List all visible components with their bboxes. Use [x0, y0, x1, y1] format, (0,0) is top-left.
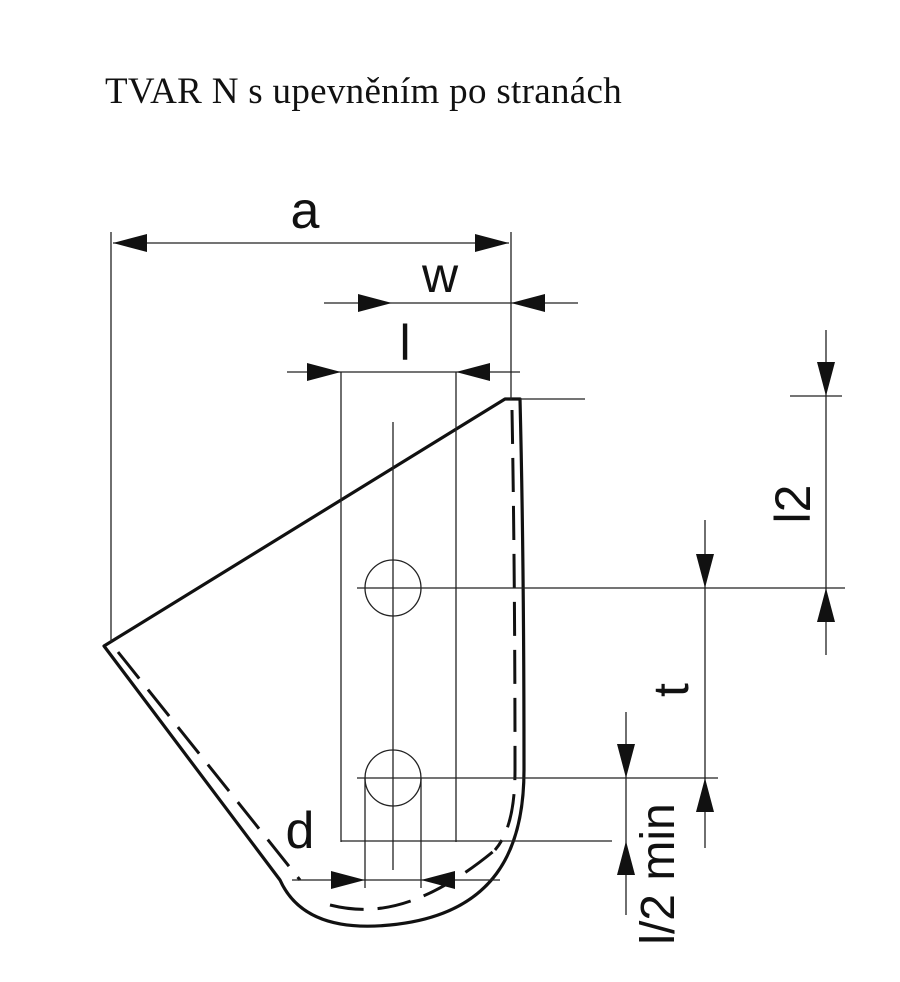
label-l: l — [399, 315, 410, 371]
arrow-t-top — [696, 554, 714, 588]
dimension-l2: l2 — [765, 330, 835, 655]
arrow-l2min-bottom — [617, 841, 635, 875]
arrow-d-right — [421, 871, 455, 889]
label-w: w — [421, 247, 459, 303]
arrow-l-left — [307, 363, 341, 381]
part-outline — [102, 397, 526, 928]
dimension-l2-min: l/2 min — [617, 712, 685, 945]
arrow-a-right — [475, 234, 509, 252]
arrow-t-bottom — [696, 778, 714, 812]
outline-inner-dashed-left — [116, 651, 302, 881]
arrow-l2-top — [817, 362, 835, 396]
arrow-l2-bottom — [817, 588, 835, 622]
dimension-a: a — [110, 182, 512, 642]
label-d: d — [286, 802, 315, 860]
dimension-t: t — [643, 520, 714, 848]
dimension-w: w — [324, 247, 578, 312]
label-l2min: l/2 min — [632, 803, 685, 944]
label-t: t — [643, 683, 699, 697]
arrow-l-right — [456, 363, 490, 381]
arrow-l2min-top — [617, 744, 635, 778]
arrow-d-left — [331, 871, 365, 889]
mounting-strip — [340, 372, 845, 888]
arrow-a-left — [113, 234, 147, 252]
arrow-w-left — [358, 294, 392, 312]
dimension-d: d — [286, 802, 500, 889]
diagram-title: TVAR N s upevněním po stranách — [105, 71, 622, 112]
label-l2: l2 — [765, 485, 821, 524]
outline-body — [102, 397, 526, 928]
label-a: a — [291, 182, 320, 240]
outline-inner-dashed-right — [493, 409, 517, 851]
outline-inner-dashed-bottom — [329, 848, 496, 911]
dimension-l: l — [287, 315, 520, 381]
arrow-w-right — [511, 294, 545, 312]
